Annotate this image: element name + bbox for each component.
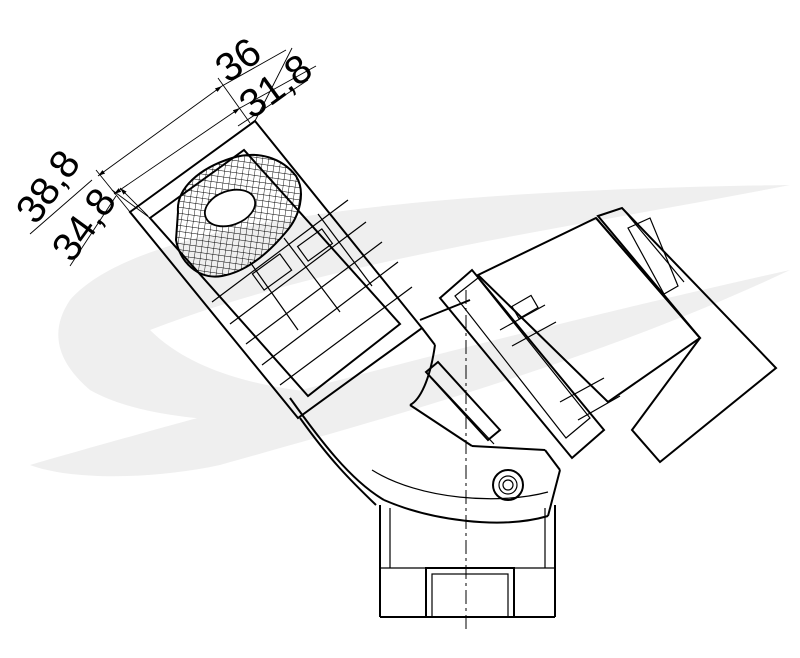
side-cylinder: [438, 206, 778, 464]
body: [289, 299, 561, 524]
bolt-head: [492, 469, 524, 501]
base-block: [379, 505, 556, 618]
dimension-lines: [29, 47, 317, 267]
